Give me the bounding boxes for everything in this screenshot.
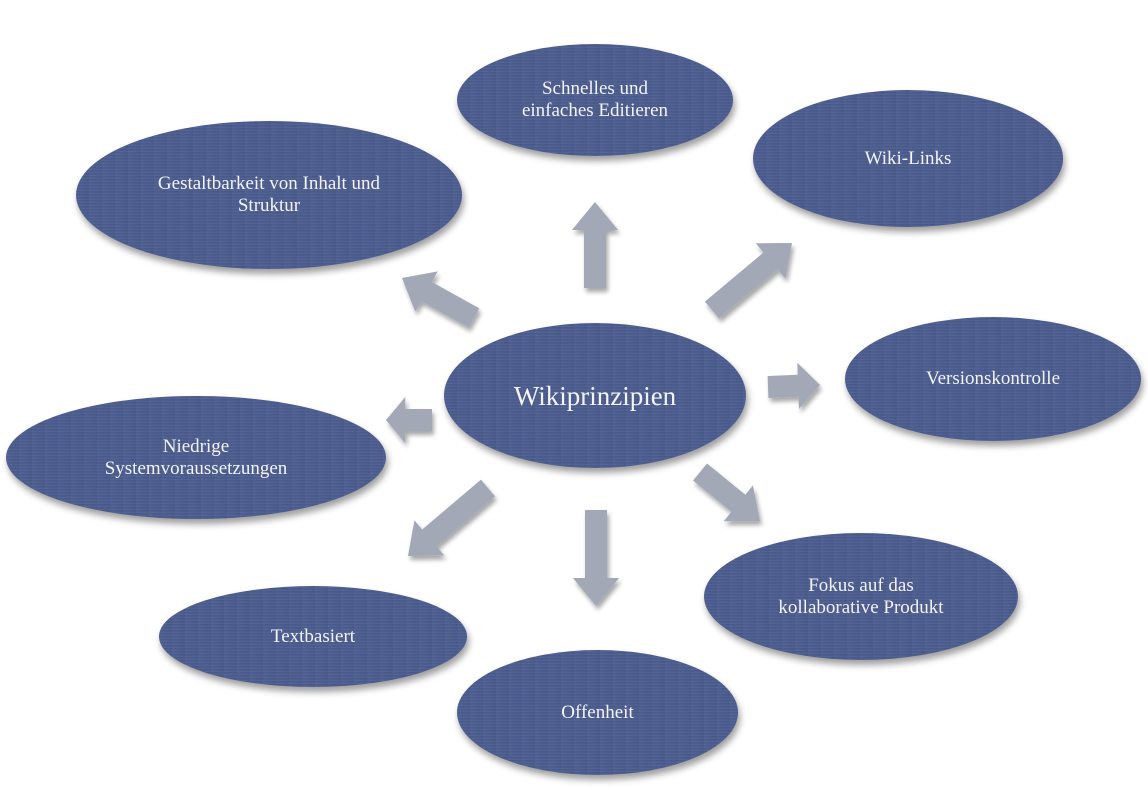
arrow-to-systemvoraussetzungen [386, 396, 432, 444]
node-schnelles-editieren: Schnelles und einfaches Editieren [457, 44, 733, 156]
node-textbasiert: Textbasiert [159, 586, 467, 687]
arrow-to-gestaltbarkeit [402, 271, 480, 328]
arrow-to-offenheit [572, 510, 620, 606]
node-offenheit: Offenheit [457, 650, 738, 775]
node-label: Fokus auf das kollaborative Produkt [778, 574, 944, 618]
arrow-to-fokus-produkt [693, 463, 760, 522]
node-wiki-links: Wiki-Links [753, 90, 1063, 227]
node-center-wikiprinzipien: Wikiprinzipien [444, 323, 746, 468]
node-systemvoraussetzungen: Niedrige Systemvoraussetzungen [6, 396, 386, 519]
node-label: Offenheit [561, 701, 634, 723]
arrow-to-wiki-links [704, 243, 792, 319]
node-label: Versionskontrolle [925, 368, 1061, 389]
center-label: Wikiprinzipien [513, 380, 677, 411]
arrow-to-schnelles-editieren [571, 202, 619, 288]
node-gestaltbarkeit: Gestaltbarkeit von Inhalt und Struktur [76, 121, 462, 269]
arrow-to-textbasiert [408, 479, 496, 556]
node-label: Schnelles und einfaches Editieren [521, 78, 669, 121]
node-versionskontrolle: Versionskontrolle [845, 317, 1141, 441]
node-fokus-produkt: Fokus auf das kollaborative Produkt [704, 533, 1018, 660]
node-label: Wiki-Links [864, 147, 952, 169]
node-label: Gestaltbarkeit von Inhalt und Struktur [157, 173, 381, 216]
arrow-to-versionskontrolle [767, 362, 820, 409]
node-label: Textbasiert [270, 625, 356, 647]
node-label: Niedrige Systemvoraussetzungen [104, 435, 288, 479]
